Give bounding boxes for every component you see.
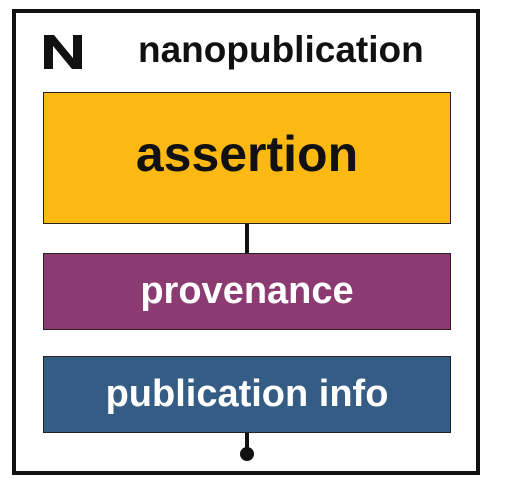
assertion-box: assertion: [43, 92, 451, 224]
publication-info-box: publication info: [43, 356, 451, 433]
provenance-box: provenance: [43, 253, 451, 330]
publication-info-label: publication info: [105, 373, 389, 415]
nanopub-logo-icon: [44, 35, 82, 69]
pubinfo-anchor-dot: [240, 447, 254, 461]
header: nanopublication: [16, 13, 476, 89]
nanopublication-frame: nanopublication assertion provenance pub…: [12, 9, 480, 475]
provenance-label: provenance: [140, 270, 354, 312]
assertion-label: assertion: [135, 126, 359, 182]
page-title: nanopublication: [138, 29, 424, 70]
